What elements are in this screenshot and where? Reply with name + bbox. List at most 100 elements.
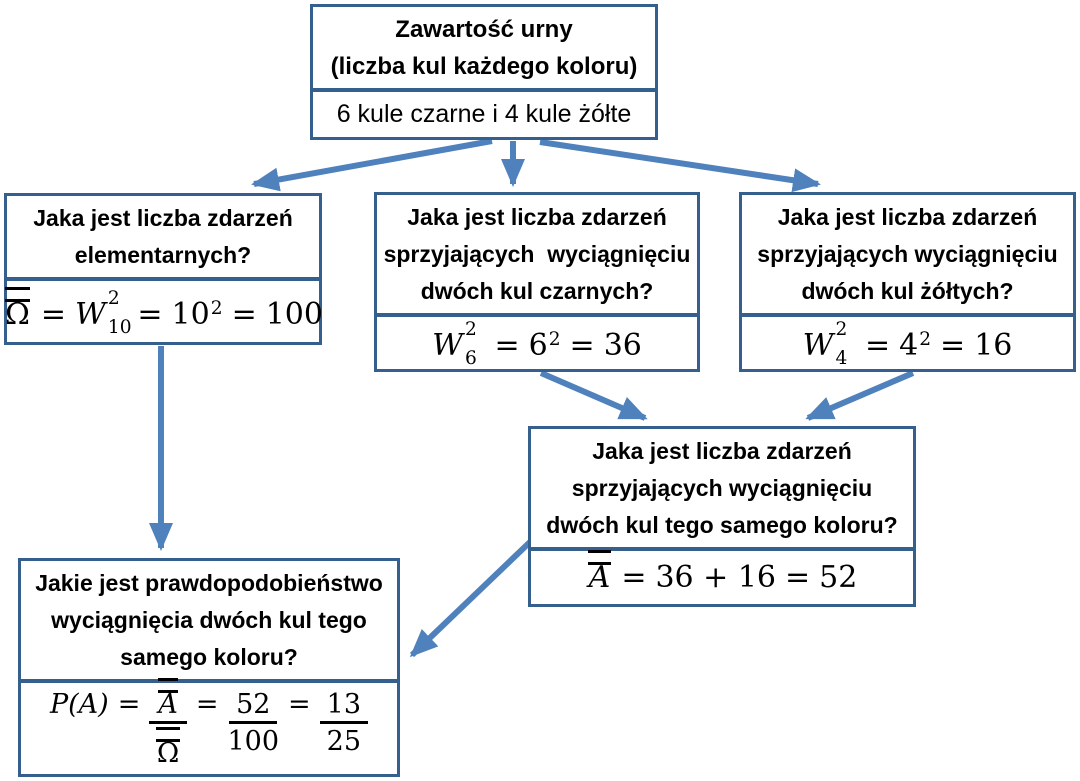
node-same-color-count: Jaka jest liczba zdarzeń sprzyjających w… (528, 426, 916, 607)
question-line: Jaka jest liczba zdarzeń (33, 205, 293, 231)
question-line: sprzyjających wyciągnięciu (571, 475, 873, 501)
question-line: dwóch kul tego samego koloru? (546, 512, 898, 538)
equals-sign: = (940, 328, 966, 363)
cardinality-fraction: A Ω (149, 677, 187, 767)
omega-symbol: Ω (156, 737, 180, 769)
equals-sign: = (494, 328, 520, 363)
node-elementary-events: Jaka jest liczba zdarzeń elementarnych? … (4, 193, 323, 345)
node-urn-contents: Zawartość urny (liczba kul każdego kolor… (310, 4, 658, 140)
power-base: 6 (528, 328, 548, 363)
variations-symbol: W (802, 328, 834, 363)
probability-formula-section: P(A) = A Ω = 52 100 = 13 25 (21, 677, 397, 774)
p-of-a-symbol: P(A) (49, 688, 109, 720)
variations-symbol: W (75, 296, 106, 332)
power-term: 42 (899, 329, 932, 361)
result-value: 52 (819, 559, 858, 595)
question-line: Jaka jest liczba zdarzeń (592, 438, 852, 464)
power-base: 10 (171, 296, 210, 332)
power-term: 62 (528, 328, 561, 363)
arrow-urn-to-two-yellow (539, 139, 821, 193)
arrow-urn-to-elementary (251, 138, 493, 192)
node-two-black-balls: Jaka jest liczba zdarzeń sprzyjających w… (374, 192, 700, 372)
result-value: 16 (974, 328, 1013, 363)
variations-symbol: W (432, 328, 463, 363)
omega-double-overline: Ω (3, 286, 32, 332)
result-value: 36 (603, 328, 642, 363)
superscript: 2 (835, 319, 848, 340)
same-color-question: Jaka jest liczba zdarzeń sprzyjających w… (531, 429, 913, 551)
equals-sign: = (864, 328, 891, 363)
node-two-yellow-balls: Jaka jest liczba zdarzeń sprzyjających w… (739, 192, 1076, 372)
equals-sign: = (117, 688, 141, 720)
urn-title: Zawartość urny (liczba kul każdego kolor… (313, 7, 655, 92)
urn-title-line: Zawartość urny (395, 16, 573, 43)
fraction-numerator: 52 (229, 691, 278, 724)
equals-sign: = (288, 688, 311, 720)
a-double-overline: A (156, 677, 180, 720)
two-black-question: Jaka jest liczba zdarzeń sprzyjających w… (377, 195, 697, 317)
fraction-denominator: Ω (155, 724, 181, 767)
arrow-two-yellow-to-same-color (805, 370, 915, 421)
omega-double-overline: Ω (155, 726, 181, 769)
reduced-fraction: 13 25 (319, 691, 368, 757)
question-line: elementarnych? (74, 242, 252, 268)
power-exponent: 2 (548, 329, 561, 350)
question-line: Jakie jest prawdopodobieństwo (35, 570, 383, 596)
equals-sign: = (621, 559, 647, 595)
event-a-symbol: A (588, 559, 611, 595)
equals-sign: = (569, 328, 595, 363)
question-line: sprzyjających wyciągnięciu (757, 241, 1058, 267)
urn-value-section: 6 kule czarne i 4 kule żółte (313, 92, 655, 137)
a-double-overline: A (587, 549, 613, 595)
equals-sign: = (785, 559, 811, 595)
question-line: Jaka jest liczba zdarzeń (777, 204, 1038, 230)
urn-title-line: (liczba kul każdego koloru) (330, 53, 638, 80)
probability-question: Jakie jest prawdopodobieństwo wyciągnięc… (21, 561, 397, 683)
fraction-denominator: 100 (227, 725, 280, 757)
equals-sign: = (195, 688, 219, 720)
question-line: wyciągnięcia dwóch kul tego (51, 607, 367, 633)
equals-sign: = (231, 296, 257, 332)
fraction-numerator: A (149, 677, 187, 724)
two-yellow-question: Jaka jest liczba zdarzeń sprzyjających w… (742, 195, 1073, 317)
elementary-question: Jaka jest liczba zdarzeń elementarnych? (7, 196, 319, 281)
numeric-fraction: 52 100 (227, 691, 279, 755)
same-color-formula-section: A = 36 + 16 = 52 (531, 549, 913, 604)
subscript: 4 (835, 348, 848, 370)
equals-sign: = (40, 296, 67, 332)
equals-sign: = (137, 296, 163, 332)
urn-value: 6 kule czarne i 4 kule żółte (336, 100, 632, 128)
superscript: 2 (464, 319, 477, 340)
subscript: 10 (107, 316, 132, 338)
power-exponent: 2 (210, 297, 223, 319)
sum-expression: 36 + 16 (655, 559, 777, 595)
arrow-two-black-to-same-color (539, 370, 648, 421)
node-probability: Jakie jest prawdopodobieństwo wyciągnięc… (18, 558, 400, 777)
fraction-denominator: 25 (326, 725, 361, 757)
superscript: 2 (107, 287, 120, 309)
question-line: Jaka jest liczba zdarzeń (407, 204, 667, 230)
power-exponent: 2 (919, 329, 932, 350)
event-a-symbol: A (158, 688, 178, 720)
result-value: 100 (265, 296, 323, 332)
arrow-same-color-to-probability (409, 539, 533, 658)
subscript: 6 (464, 348, 477, 370)
question-line: samego koloru? (120, 644, 298, 670)
fraction-numerator: 13 (319, 691, 368, 724)
probability-formula: P(A) = A Ω = 52 100 = 13 25 (49, 677, 368, 767)
same-color-formula: A = 36 + 16 = 52 (587, 549, 858, 595)
omega-symbol: Ω (5, 296, 30, 332)
